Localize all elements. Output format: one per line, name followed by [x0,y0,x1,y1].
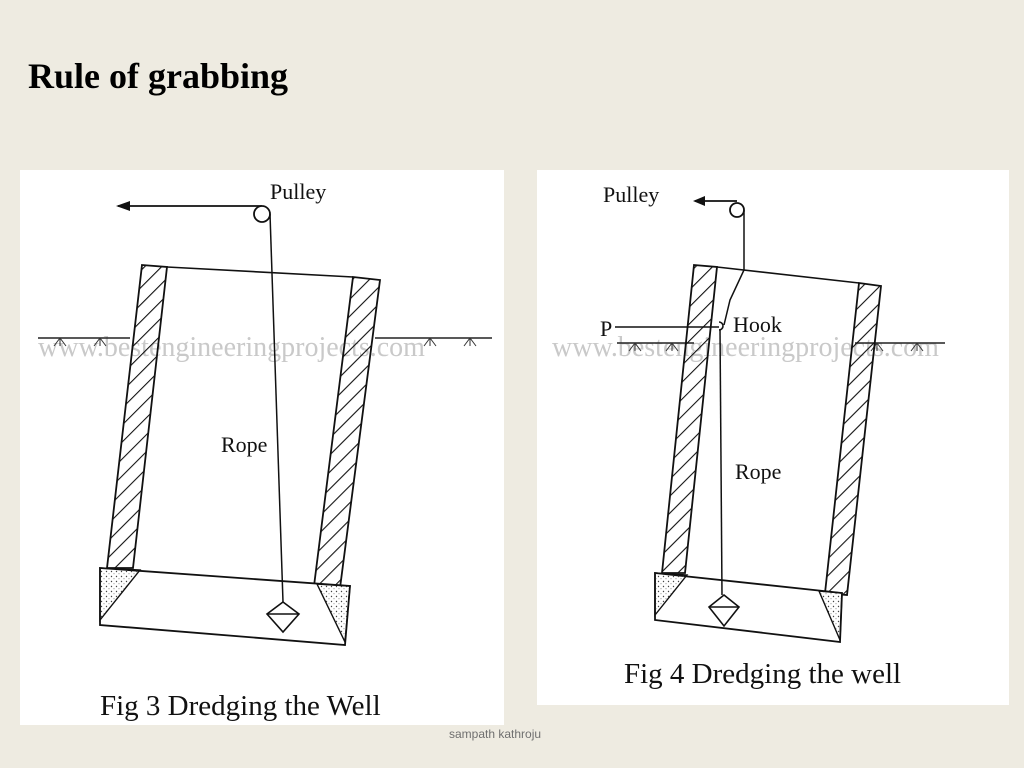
well-top-edge [166,266,354,278]
left-cutting-edge [99,567,142,622]
pull-direction-arrow-icon [116,201,130,211]
ground-hatch-marks [53,337,477,347]
rope-label: Rope [221,432,267,457]
well-top-edge [716,266,860,284]
pulley-label: Pulley [270,179,326,204]
pull-direction-arrow-icon [693,196,705,206]
figure-3-diagram: www.bestengineeringprojects.com Pulley R… [38,179,492,722]
left-cutting-edge [654,572,689,617]
hook-label: Hook [733,312,782,337]
footer-author: sampath kathroju [449,727,542,741]
hook-icon [718,321,724,331]
grab-bucket-icon [707,593,741,628]
force-p-label: P [600,316,612,341]
pulley-label: Pulley [603,182,659,207]
rope-line [269,213,284,603]
figure-4-diagram: www.bestengineeringprojects.com [552,182,945,690]
figure-caption: Fig 3 Dredging the Well [100,690,381,722]
right-cutting-edge [817,590,843,641]
rope-label: Rope [735,459,781,484]
pulley-icon [253,205,271,223]
right-well-wall [824,281,882,596]
figure-3-dredging-the-well: www.bestengineeringprojects.com Pulley R… [20,170,504,725]
grab-bucket-icon [265,601,301,634]
slide-title: Rule of grabbing [28,56,289,96]
rope-to-hook [723,210,745,326]
rope-line [719,328,723,596]
left-well-wall [105,264,168,569]
right-cutting-edge [315,583,351,645]
well-curb [654,571,843,644]
left-well-wall [661,264,718,574]
well-curb [99,567,351,646]
pulley-icon [729,202,745,218]
ground-hatch-marks [628,342,924,352]
figure-caption: Fig 4 Dredging the well [624,658,901,690]
figure-4-dredging-the-well: www.bestengineeringprojects.com [537,170,1009,705]
right-well-wall [312,276,382,589]
